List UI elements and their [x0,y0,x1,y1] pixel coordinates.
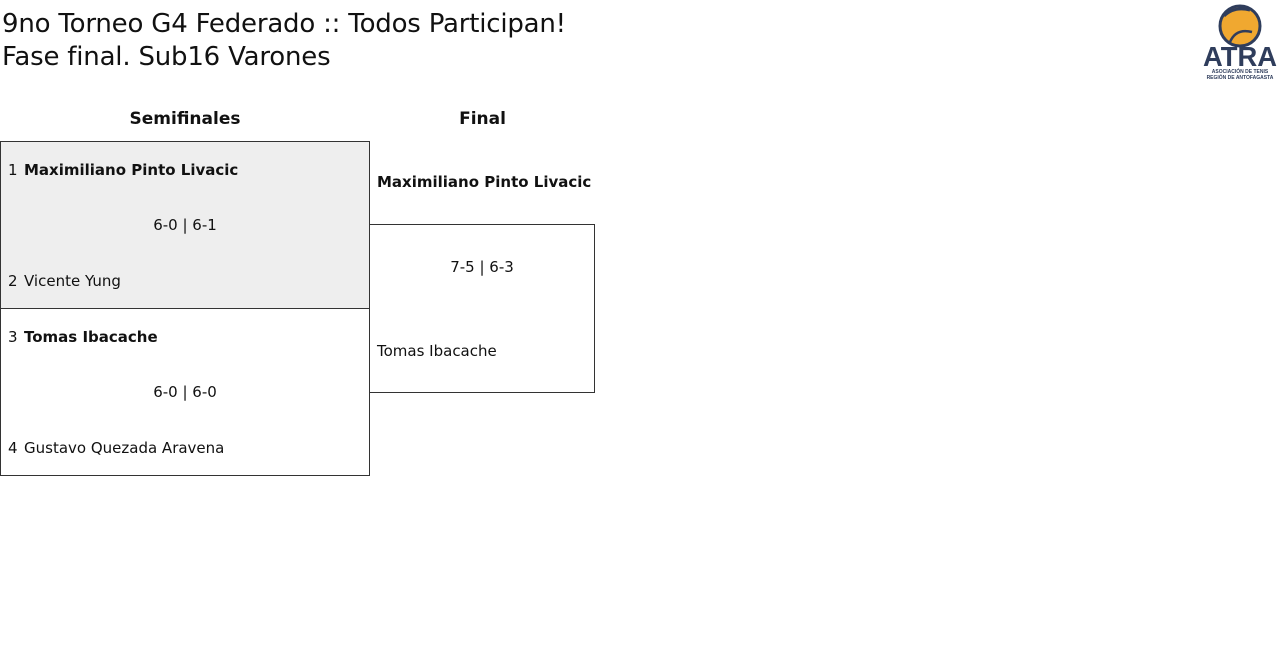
page-title: 9no Torneo G4 Federado :: Todos Particip… [2,8,566,74]
match-1-score: 6-0 | 6-1 [153,216,217,234]
player-name: Maximiliano Pinto Livacic [24,161,239,179]
match-2-player-2: 4 Gustavo Quezada Aravena [8,439,224,457]
seed-number: 3 [8,328,18,346]
match-2-score: 6-0 | 6-0 [153,383,217,401]
player-name: Tomas Ibacache [24,328,158,346]
final-match: 7-5 | 6-3 Tomas Ibacache [369,224,595,393]
final-runner-up: Tomas Ibacache [377,342,497,360]
semifinal-match-2: 3 Tomas Ibacache 6-0 | 6-0 4 Gustavo Que… [0,308,370,476]
seed-number: 1 [8,161,18,179]
final-winner: Maximiliano Pinto Livacic [377,173,592,191]
seed-number: 2 [8,272,18,290]
seed-number: 4 [8,439,18,457]
round-header-final: Final [459,109,506,129]
logo-text: ATRA [1203,41,1277,72]
match-1-player-2: 2 Vicente Yung [8,272,121,290]
player-name: Vicente Yung [24,272,121,290]
tournament-title: 9no Torneo G4 Federado :: Todos Particip… [2,9,566,39]
atra-logo: ATRA ASOCIACIÓN DE TENIS REGIÓN DE ANTOF… [1203,4,1277,81]
match-1-player-1: 1 Maximiliano Pinto Livacic [8,161,238,179]
round-header-semifinals: Semifinales [129,109,241,129]
logo-subtext-2: REGIÓN DE ANTOFAGASTA [1207,73,1274,81]
final-score: 7-5 | 6-3 [450,258,514,276]
semifinal-match-1: 1 Maximiliano Pinto Livacic 6-0 | 6-1 2 … [0,141,370,309]
match-2-player-1: 3 Tomas Ibacache [8,328,158,346]
player-name: Gustavo Quezada Aravena [24,439,225,457]
logo-subtext-1: ASOCIACIÓN DE TENIS [1212,67,1269,75]
phase-subtitle: Fase final. Sub16 Varones [2,42,331,72]
